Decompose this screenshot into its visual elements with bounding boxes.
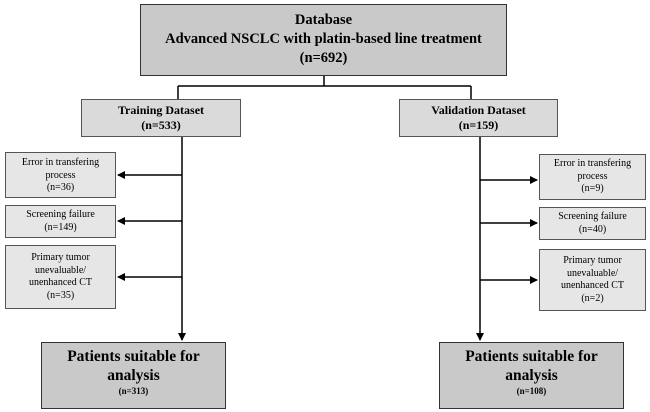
final-label: Patients suitable for xyxy=(465,348,598,365)
exclusion-text: Error in transfering xyxy=(21,157,100,168)
final-label: Patients suitable for xyxy=(67,348,200,365)
training-exclusion-primary-tumor: Primary tumor unevaluable/ unenhanced CT… xyxy=(5,245,116,309)
exclusion-text: unenhanced CT xyxy=(560,280,625,291)
database-title: Database xyxy=(294,12,353,28)
training-title: Training Dataset xyxy=(117,103,205,117)
exclusion-count: (n=2) xyxy=(581,292,604,304)
final-count: (n=313) xyxy=(118,386,149,396)
validation-title: Validation Dataset xyxy=(431,103,526,117)
training-dataset-box: Training Dataset (n=533) xyxy=(81,99,241,137)
validation-exclusion-primary-tumor: Primary tumor unevaluable/ unenhanced CT… xyxy=(539,249,646,311)
exclusion-text: Screening failure xyxy=(26,209,95,220)
training-count: (n=533) xyxy=(141,118,181,132)
exclusion-count: (n=149) xyxy=(44,221,77,233)
validation-count: (n=159) xyxy=(458,118,499,132)
training-final-box: Patients suitable for analysis (n=313) xyxy=(41,342,226,409)
exclusion-text: process xyxy=(45,169,76,181)
final-label: analysis xyxy=(107,367,160,384)
exclusion-text: process xyxy=(577,170,608,182)
exclusion-count: (n=36) xyxy=(46,182,75,193)
training-exclusion-transfer-error: Error in transfering process (n=36) xyxy=(5,152,116,198)
database-subtitle: Advanced NSCLC with platin-based line tr… xyxy=(165,31,482,47)
exclusion-text: Screening failure xyxy=(558,211,627,222)
validation-dataset-box: Validation Dataset (n=159) xyxy=(399,99,558,137)
database-count: (n=692) xyxy=(299,50,348,66)
exclusion-count: (n=9) xyxy=(581,183,604,194)
exclusion-text: Primary tumor xyxy=(563,255,622,266)
validation-exclusion-transfer-error: Error in transfering process (n=9) xyxy=(539,154,646,200)
exclusion-text: unevaluable/ xyxy=(34,264,87,276)
training-exclusion-screening-failure: Screening failure (n=149) xyxy=(5,205,116,238)
final-label: analysis xyxy=(505,367,558,384)
exclusion-text: Primary tumor xyxy=(31,252,90,263)
exclusion-text: unevaluable/ xyxy=(566,267,619,279)
validation-exclusion-screening-failure: Screening failure (n=40) xyxy=(539,207,646,240)
exclusion-count: (n=35) xyxy=(46,289,75,301)
database-box: Database Advanced NSCLC with platin-base… xyxy=(140,4,507,76)
validation-final-box: Patients suitable for analysis (n=108) xyxy=(439,342,624,409)
exclusion-count: (n=40) xyxy=(578,223,607,235)
final-count: (n=108) xyxy=(516,386,547,396)
exclusion-text: Error in transfering xyxy=(553,158,632,169)
exclusion-text: unenhanced CT xyxy=(28,277,93,288)
